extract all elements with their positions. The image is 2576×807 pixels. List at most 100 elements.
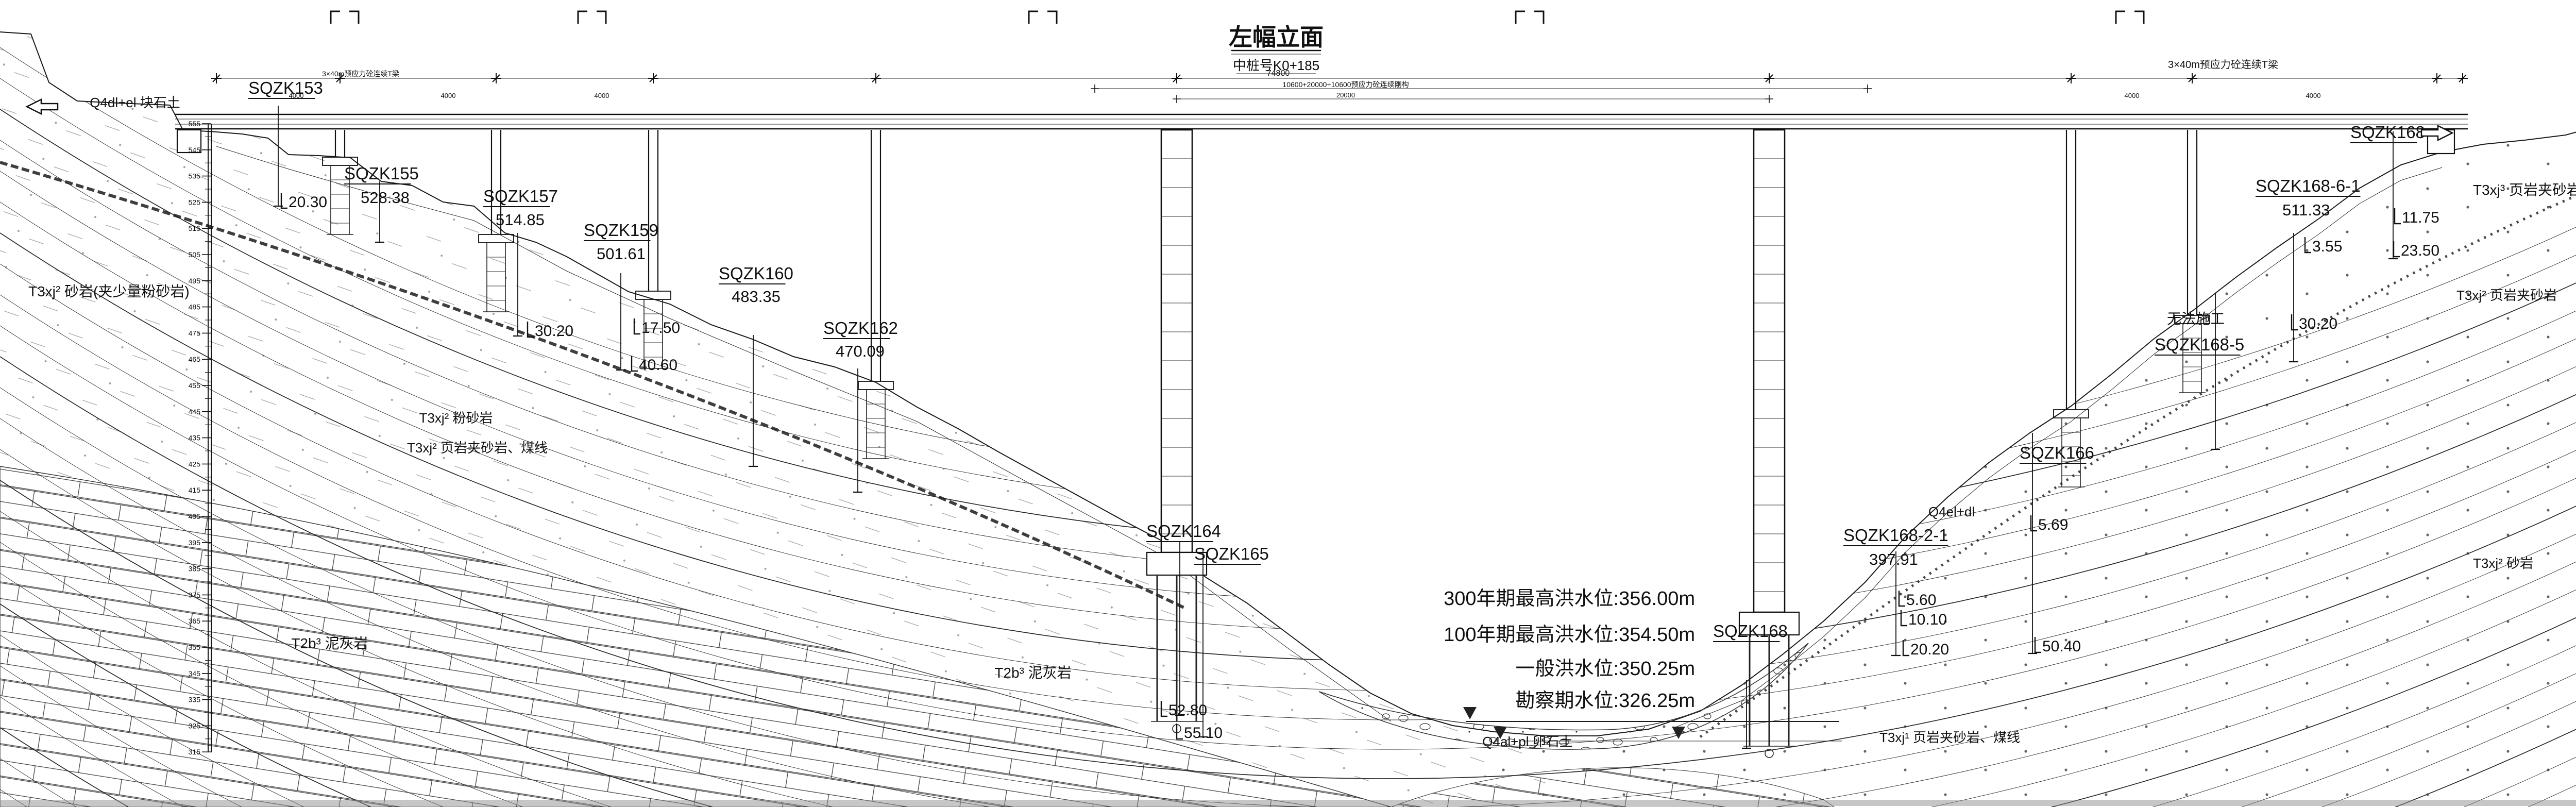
ruler-label: 515 — [189, 224, 201, 232]
water-level-symbol — [1463, 707, 1477, 719]
ruler-label: 355 — [189, 643, 201, 651]
dim-tick-cross — [491, 73, 501, 83]
depth-value: 52.80 — [1168, 702, 1207, 719]
abutment — [176, 129, 202, 154]
drawing-subtitle: 中桩号K0+185 — [1233, 58, 1319, 73]
marl-brick-zone — [0, 466, 1392, 807]
stratum-line — [0, 387, 2576, 807]
section-marker-left — [330, 10, 340, 24]
dim-tick-cross — [2458, 73, 2468, 83]
ruler-label: 525 — [189, 198, 201, 206]
borehole-elevation: 397.91 — [1869, 550, 1918, 568]
depth-tick — [1900, 610, 1907, 627]
stratum-line — [0, 418, 2576, 807]
borehole-label: SQZK168 — [2350, 123, 2425, 142]
dim-tick-cross — [1863, 85, 1872, 93]
depth-value: 30.20 — [535, 323, 573, 340]
stratum-label-t3xj2-sandstone-right: T3xj² 砂岩 — [2473, 556, 2533, 571]
main-pier — [1753, 129, 1786, 613]
dim-tick-cross — [335, 73, 345, 83]
dim-main-span: 10600+20000+10600预应力砼连续刚构 — [1282, 80, 1409, 89]
dim-total: 74800 — [1267, 69, 1290, 78]
depth-value: 3.55 — [2312, 238, 2342, 255]
section-marker-left — [577, 10, 587, 24]
section-marker-left — [1515, 10, 1525, 24]
dimension-lines — [211, 73, 2468, 103]
stratum-label-siltstone: T3xj² 粉砂岩 — [419, 410, 493, 426]
borehole-label: SQZK168-5 — [2155, 335, 2244, 354]
approach-pier — [334, 130, 346, 157]
stratum-label-marl-left: T2b³ 泥灰岩 — [291, 635, 368, 651]
stratum-label-t3xj3-shale: T3xj³ 页岩夹砂岩 — [2473, 182, 2576, 198]
section-marker-left — [1028, 10, 1038, 24]
dim-tick-cross — [871, 73, 881, 83]
labels: 左幅立面 中桩号K0+185 74800 10600+20000+10600预应… — [28, 24, 2576, 749]
ruler-label: 485 — [189, 303, 201, 311]
depth-tick — [280, 193, 287, 209]
ruler-label: 465 — [189, 355, 201, 363]
pier-footing — [635, 291, 671, 300]
borehole-elevation: 501.61 — [597, 245, 646, 263]
dim-center-span: 20000 — [1336, 91, 1355, 99]
depth-tick — [633, 318, 640, 335]
dim-tick: 4000 — [595, 92, 609, 99]
approach-pier — [2187, 130, 2198, 315]
approach-pier — [2065, 130, 2077, 410]
stratum-label-shale-coal-right: T3xj¹ 页岩夹砂岩、煤线 — [1879, 730, 2020, 745]
section-marker-right — [1534, 10, 1545, 24]
ruler-label: 425 — [189, 460, 201, 468]
pier-footing — [2174, 315, 2210, 324]
right-direction-arrow-icon — [2420, 124, 2454, 142]
borehole-SQZK165: SQZK165 — [1194, 544, 1269, 738]
ruler-label: 375 — [189, 591, 201, 599]
ruler-label: 535 — [189, 172, 201, 180]
depth-tick — [1176, 724, 1183, 740]
dim-right-approach: 3×40m预应力砼连续T梁 — [2168, 59, 2278, 71]
water-level-symbol — [1672, 727, 1685, 739]
dim-tick-cross — [211, 73, 222, 83]
dim-tick: 4000 — [2125, 92, 2140, 99]
dim-tick-cross — [2066, 73, 2076, 83]
ruler-label: 505 — [189, 250, 201, 259]
stratum-line — [0, 573, 2576, 807]
stratum-line — [0, 449, 2576, 807]
ruler-label: 365 — [189, 617, 201, 625]
pier-footing — [858, 381, 894, 390]
ruler-label: 495 — [189, 277, 201, 285]
flood-100yr-label: 100年期最高洪水位:354.50m — [1444, 624, 1695, 646]
borehole-SQZK168-5: SQZK168-5 — [2155, 293, 2244, 450]
left-direction-arrow-icon — [25, 98, 59, 115]
stratum-label-t3xj2-shale-right: T3xj² 页岩夹砂岩 — [2456, 288, 2557, 303]
depth-value: 23.50 — [2401, 242, 2439, 259]
borehole-SQZK162: SQZK162 470.09 — [823, 318, 898, 493]
flood-300yr-label: 300年期最高洪水位:356.00m — [1444, 588, 1695, 610]
depth-tick — [2393, 241, 2400, 258]
coal-seam-left — [0, 161, 1186, 610]
borehole-label: SQZK168 — [1713, 621, 1788, 641]
depth-tick — [1898, 591, 1905, 607]
stratum-line — [0, 325, 2576, 750]
stratum-line — [0, 356, 2576, 779]
depth-value: 20.30 — [289, 194, 327, 211]
borehole-elevation: 483.35 — [732, 288, 781, 306]
section-marker-right — [2134, 10, 2145, 24]
section-marker-left — [2115, 10, 2125, 24]
pier-footing — [478, 234, 514, 243]
terrain-surface — [0, 31, 2576, 736]
ruler-label: 455 — [189, 381, 201, 390]
borehole-label: SQZK162 — [823, 318, 898, 338]
ruler-label: 335 — [189, 696, 201, 704]
borehole-label: SQZK155 — [344, 164, 419, 183]
dim-tick-cross — [1173, 95, 1181, 103]
borehole-elevation: 470.09 — [836, 342, 885, 360]
survey-water-label: 勘察期水位:326.25m — [1516, 690, 1695, 712]
stratum-label-cobble: Q4al+pl 卵石土 — [1482, 734, 1573, 749]
stratum-label-sandstone-left: T3xj² 砂岩(夹少量粉砂岩) — [28, 283, 190, 299]
depth-value: 5.69 — [2038, 516, 2068, 533]
